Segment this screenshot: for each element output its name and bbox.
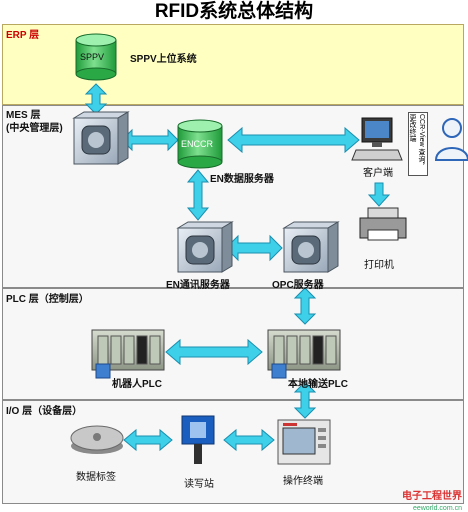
sppv-database-icon <box>75 33 117 81</box>
plc-layer <box>2 288 464 400</box>
sppv-system-label: SPPV上位系统 <box>130 54 197 65</box>
local-plc-label: 本地输送PLC <box>288 379 348 390</box>
data-tag-icon <box>70 425 124 454</box>
enspv-server-icon <box>72 111 130 165</box>
terminal-label: 操作终端 <box>283 476 323 487</box>
reader-label: 读写站 <box>184 479 214 490</box>
io-layer <box>2 400 464 504</box>
robot-plc-icon <box>91 329 165 379</box>
diagram-title: RFID系统总体结构 <box>154 1 314 22</box>
local-plc-icon <box>267 329 341 379</box>
arrow-enccr-encomm <box>186 169 210 221</box>
arrow-opc-localplc <box>293 287 317 325</box>
watermark-logo: 电子工程世界 <box>402 491 462 502</box>
robot-plc-label: 机器人PLC <box>112 379 162 390</box>
watermark-url: eeworld.com.cn <box>412 505 462 512</box>
printer-icon <box>359 207 407 241</box>
user-icon <box>434 118 468 161</box>
en-comm-server-icon <box>176 221 234 273</box>
arrow-tag-reader <box>123 428 173 452</box>
arrow-sppv-enspv <box>84 83 108 115</box>
operation-terminal-icon <box>277 419 331 465</box>
arrows <box>84 83 391 452</box>
arrow-robot-local <box>165 338 263 366</box>
en-data-server-label: EN数据服务器 <box>210 174 274 185</box>
mes-layer-sublabel: (中央管理层) <box>6 123 63 134</box>
arrow-enspv-enccr <box>121 128 179 152</box>
sppv-db-label: SPPV <box>80 52 105 62</box>
opc-server-label: OPC服务器 <box>272 280 324 291</box>
opc-server-icon <box>282 221 340 273</box>
arrow-local-terminal <box>293 381 317 419</box>
mes-layer-label: MES 层 <box>6 110 41 121</box>
enccr-database-icon <box>177 119 223 169</box>
arrow-reader-terminal <box>223 428 275 452</box>
plc-layer-label: PLC 层（控制层） <box>6 294 89 305</box>
enccr-db-label: ENCCR <box>181 139 214 149</box>
data-tag-label: 数据标签 <box>76 472 116 483</box>
ccr-view-label: CCR-View 查询，更改终端 <box>408 112 428 176</box>
client-computer-icon <box>351 117 403 161</box>
io-layer-label: I/O 层（设备层） <box>6 406 83 417</box>
printer-label: 打印机 <box>364 260 394 271</box>
arrow-enccr-client <box>227 126 360 154</box>
arrow-encomm-opc <box>225 234 283 262</box>
reader-station-icon <box>181 415 215 464</box>
en-comm-server-label: EN通讯服务器 <box>166 280 230 291</box>
client-label: 客户端 <box>363 168 393 179</box>
erp-layer-label: ERP 层 <box>6 30 40 41</box>
arrow-client-printer <box>367 182 391 207</box>
